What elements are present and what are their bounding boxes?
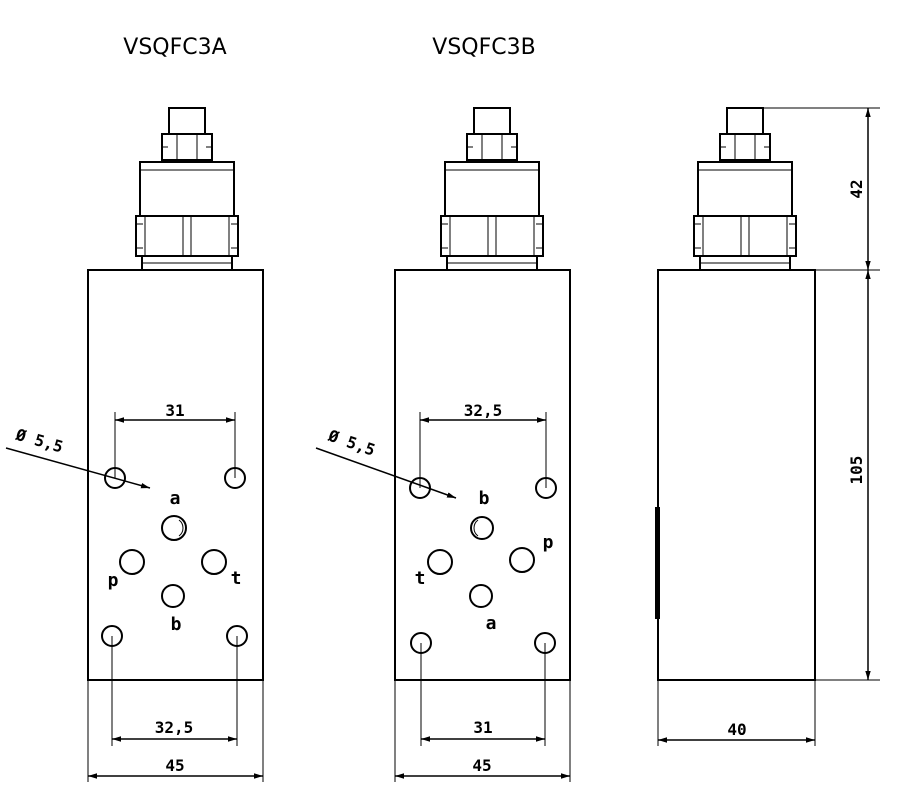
left-port-p-label: p [108, 570, 119, 591]
left-dim-bottom-label: 32,5 [155, 718, 194, 737]
middle-port-b-hole [470, 516, 494, 540]
middle-port-p-label: p [543, 532, 554, 553]
side-view: 42 105 40 [655, 107, 880, 746]
middle-port-a-hole [469, 584, 493, 608]
middle-port-b-orifice [473, 519, 479, 537]
middle-port-a-label: a [486, 613, 497, 634]
left-port-t-label: t [231, 568, 242, 589]
left-port-b-label: b [171, 614, 182, 635]
middle-dim-top-label: 32,5 [464, 401, 503, 420]
middle-port-p-hole [509, 547, 535, 573]
side-dim-cartridge-height-label: 42 [847, 179, 866, 198]
left-view: a p t b Ø 5,5 31 32,5 45 [5, 107, 264, 782]
middle-dim-width-label: 45 [472, 756, 491, 775]
side-cartridge [693, 107, 797, 271]
side-dim-body-height-label: 105 [847, 456, 866, 485]
left-dim-top-label: 31 [165, 401, 184, 420]
middle-cartridge [440, 107, 544, 271]
side-plug [655, 507, 660, 619]
middle-dim-bottom-label: 31 [473, 718, 492, 737]
middle-view: b t p a Ø 5,5 32,5 31 45 [315, 107, 571, 782]
side-body [657, 269, 816, 681]
middle-diameter-leader [315, 447, 457, 499]
middle-port-b-label: b [479, 488, 490, 509]
middle-port-t-label: t [415, 568, 426, 589]
side-dim-width-label: 40 [727, 720, 746, 739]
left-port-p-hole [119, 549, 145, 575]
left-cartridge [135, 107, 239, 271]
left-port-a-label: a [170, 488, 181, 509]
left-port-t-hole [201, 549, 227, 575]
left-port-b-hole [161, 584, 185, 608]
middle-port-t-hole [427, 549, 453, 575]
title-vsqfc3a: VSQFC3A [123, 35, 226, 60]
middle-body [394, 269, 571, 681]
left-port-a-orifice [178, 519, 184, 537]
left-dim-width-label: 45 [165, 756, 184, 775]
left-port-a-hole [161, 515, 187, 541]
title-vsqfc3b: VSQFC3B [432, 35, 535, 60]
left-diameter-leader [5, 447, 151, 489]
